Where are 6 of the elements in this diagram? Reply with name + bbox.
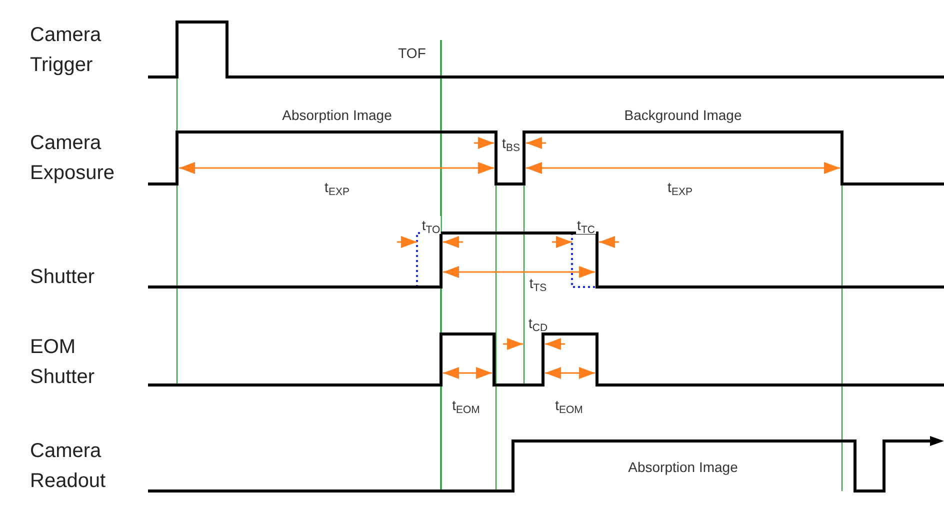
signal-name: Shutter — [30, 265, 96, 290]
signal-name: Camera Trigger — [30, 23, 102, 78]
signal-name: Camera Readout — [30, 439, 107, 494]
timing-label: t$_{TO}$ — [420, 216, 442, 234]
signal-name: EOM Shutter — [30, 335, 96, 390]
signal-name: Camera Exposure — [30, 131, 116, 186]
